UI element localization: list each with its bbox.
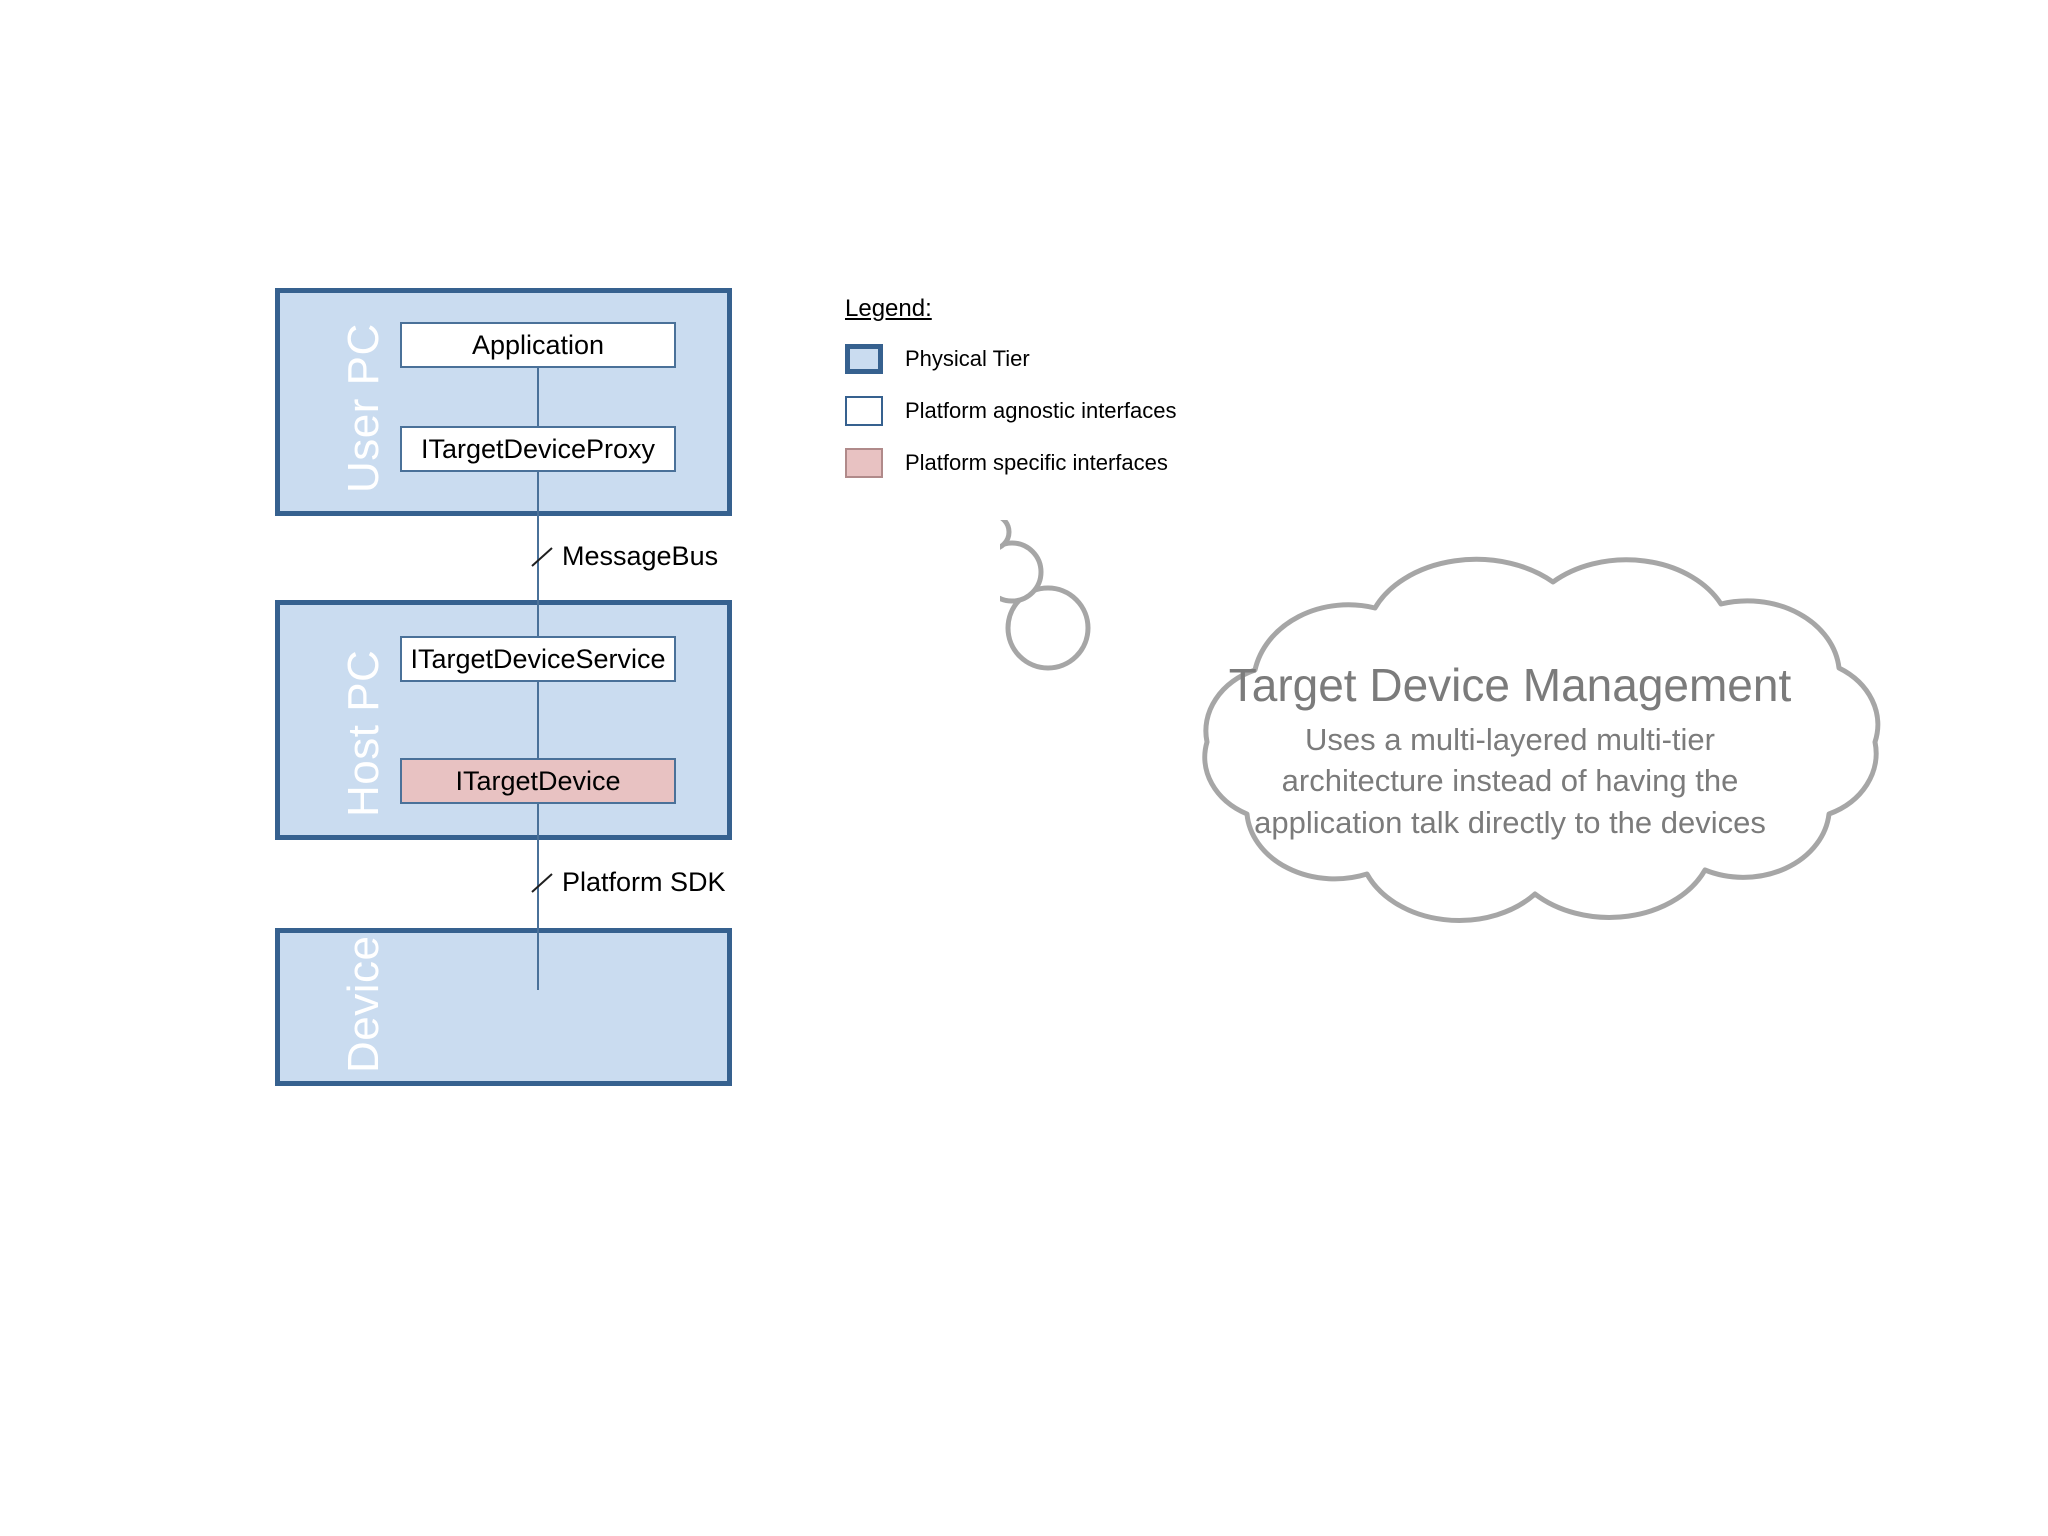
cloud-title: Target Device Management	[1228, 659, 1792, 711]
legend-label: Platform agnostic interfaces	[905, 398, 1177, 423]
tier-label-host-pc: Host PC	[339, 649, 388, 817]
component-itargetdeviceservice[interactable]: ITargetDeviceService	[400, 636, 676, 682]
legend-item-physical-tier: Physical Tier	[845, 342, 1176, 376]
diagonal-tick-icon	[531, 872, 553, 893]
connector-label-text: MessageBus	[562, 541, 719, 571]
tier-device: Device	[275, 928, 732, 1086]
tier-label-user-pc: User PC	[339, 323, 388, 493]
legend-item-platform-agnostic: Platform agnostic interfaces	[845, 394, 1176, 428]
cloud-body-line: application talk directly to the devices	[1254, 805, 1766, 841]
legend-item-platform-specific: Platform specific interfaces	[845, 446, 1176, 480]
component-label: Application	[471, 329, 605, 360]
component-itargetdeviceproxy[interactable]: ITargetDeviceProxy	[400, 426, 676, 472]
thought-cloud: Target Device Management Uses a multi-la…	[972, 512, 2048, 980]
legend-swatch-platform-agnostic	[845, 396, 883, 426]
legend-label: Platform specific interfaces	[905, 450, 1168, 475]
cloud-text: Target Device Management Uses a multi-la…	[1180, 660, 1840, 844]
legend-swatch-platform-specific	[845, 448, 883, 478]
connector-label-text: Platform SDK	[562, 867, 726, 897]
connector-label-platform-sdk: Platform SDK	[530, 867, 726, 898]
tier-label-device: Device	[339, 935, 388, 1074]
legend-title: Legend:	[845, 295, 932, 322]
component-itargetdevice[interactable]: ITargetDevice	[400, 758, 676, 804]
component-label: ITargetDevice	[455, 765, 621, 796]
component-label: ITargetDeviceService	[410, 643, 666, 674]
component-application[interactable]: Application	[400, 322, 676, 368]
legend-swatch-physical-tier	[845, 344, 883, 374]
diagonal-tick-icon	[531, 546, 553, 567]
cloud-body-line: Uses a multi-layered multi-tier	[1305, 721, 1715, 757]
legend-label: Physical Tier	[905, 346, 1030, 371]
legend: Legend: Physical Tier Platform agnostic …	[845, 295, 1176, 498]
component-label: ITargetDeviceProxy	[420, 433, 656, 464]
connector-label-messagebus: MessageBus	[530, 541, 718, 572]
cloud-body-line: architecture instead of having the	[1281, 763, 1739, 799]
cloud-outline-icon	[972, 512, 1881, 923]
